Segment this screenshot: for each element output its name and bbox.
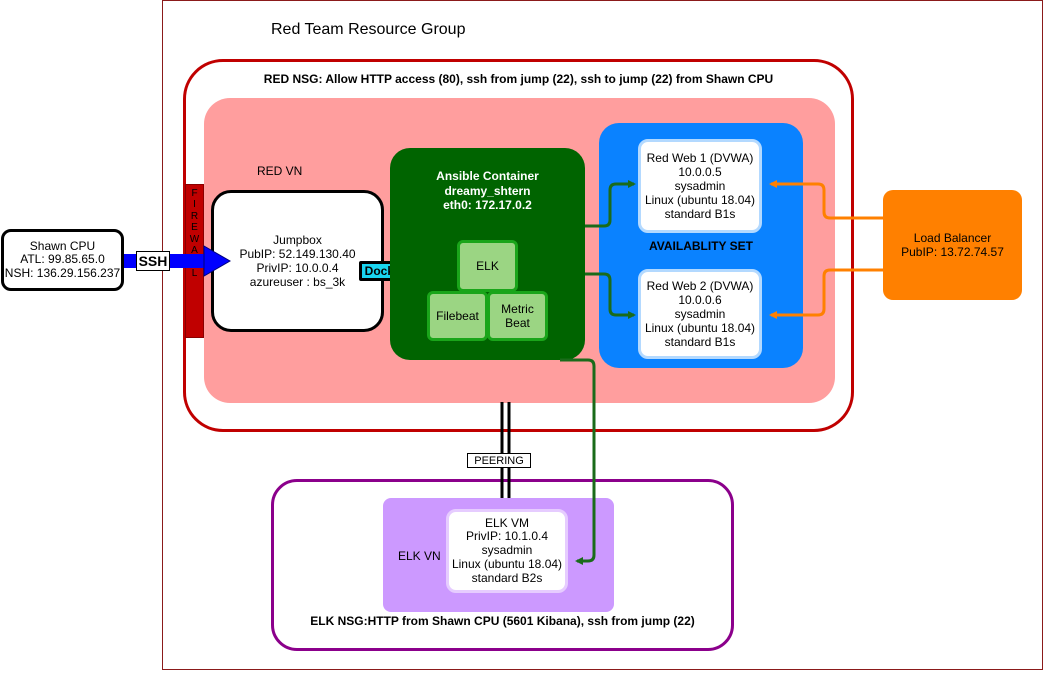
jumpbox-text: Jumpbox PubIP: 52.149.130.40 PrivIP: 10.…	[239, 233, 355, 289]
ssh-label: SSH	[136, 251, 170, 271]
red-web-2-os: Linux (ubuntu 18.04)	[644, 321, 756, 335]
metricbeat-label-line1: Metric	[501, 302, 534, 316]
red-nsg-label: RED NSG: Allow HTTP access (80), ssh fro…	[263, 72, 774, 86]
load-balancer-pubip: PubIP: 13.72.74.57	[901, 245, 1004, 259]
filebeat-tile: Filebeat	[427, 291, 488, 341]
ansible-name: Ansible Container	[436, 169, 539, 183]
red-web-2-user: sysadmin	[674, 307, 726, 321]
jumpbox-user: azureuser : bs_3k	[249, 275, 346, 289]
elk-vm-text: ELK VM PrivIP: 10.1.0.4 sysadmin Linux (…	[451, 515, 563, 586]
ansible-title: Ansible Container dreamy_shtern eth0: 17…	[390, 169, 585, 213]
filebeat-label: Filebeat	[436, 309, 479, 323]
elk-vm-user: sysadmin	[481, 543, 533, 558]
elk-vm-size: standard B2s	[471, 570, 543, 585]
jumpbox-node: Jumpbox PubIP: 52.149.130.40 PrivIP: 10.…	[211, 190, 384, 332]
red-web-2-name: Red Web 2 (DVWA)	[646, 279, 754, 293]
ansible-to-elk-vm-link	[560, 358, 596, 565]
red-web-2-size: standard B1s	[664, 335, 736, 349]
elk-nsg-label: ELK NSG:HTTP from Shawn CPU (5601 Kibana…	[310, 614, 695, 628]
shawn-cpu-name: Shawn CPU	[29, 238, 96, 253]
red-vn-label: RED VN	[257, 164, 303, 178]
elk-vm-node: ELK VM PrivIP: 10.1.0.4 sysadmin Linux (…	[446, 509, 568, 593]
red-nsg-boundary	[183, 59, 854, 432]
metricbeat-text: Metric Beat	[501, 302, 534, 330]
availability-set-label: AVAILABLITY SET	[648, 239, 753, 253]
resource-group-title: Red Team Resource Group	[271, 21, 466, 38]
red-web-2-ip: 10.0.0.6	[678, 293, 722, 307]
elk-vn-label: ELK VN	[398, 549, 441, 563]
red-web-2-text: Red Web 2 (DVWA) 10.0.0.6 sysadmin Linux…	[645, 279, 755, 349]
elk-vm-privip: PrivIP: 10.1.0.4	[465, 529, 549, 544]
red-web-1-ip: 10.0.0.5	[678, 165, 722, 179]
resource-group-boundary	[162, 0, 1043, 670]
shawn-cpu-text: Shawn CPU ATL: 99.85.65.0 NSH: 136.29.15…	[4, 238, 121, 281]
jumpbox-name: Jumpbox	[273, 233, 322, 247]
load-balancer-text: Load Balancer PubIP: 13.72.74.57	[901, 231, 1004, 259]
ansible-eth0: eth0: 172.17.0.2	[443, 198, 532, 212]
metricbeat-label-line2: Beat	[505, 316, 530, 330]
metricbeat-tile: Metric Beat	[487, 291, 548, 341]
elk-vm-name: ELK VM	[484, 515, 529, 530]
ansible-to-web1-link	[585, 180, 636, 228]
red-web-1-text: Red Web 1 (DVWA) 10.0.0.5 sysadmin Linux…	[645, 151, 755, 221]
elk-vm-os: Linux (ubuntu 18.04)	[451, 556, 563, 571]
load-balancer-name: Load Balancer	[913, 231, 992, 245]
elk-container-label: ELK	[476, 259, 499, 273]
peering-label: PEERING	[467, 453, 531, 468]
jumpbox-pubip: PubIP: 52.149.130.40	[239, 247, 356, 261]
red-web-1-node: Red Web 1 (DVWA) 10.0.0.5 sysadmin Linux…	[638, 139, 762, 233]
shawn-cpu-atl: ATL: 99.85.65.0	[20, 252, 105, 267]
red-web-1-user: sysadmin	[674, 179, 726, 193]
ansible-container-id: dreamy_shtern	[444, 183, 531, 198]
ssh-arrow	[124, 245, 232, 277]
peering-link	[500, 402, 511, 498]
red-web-1-os: Linux (ubuntu 18.04)	[644, 193, 756, 207]
lb-to-web1-link	[769, 180, 883, 220]
jumpbox-privip: PrivIP: 10.0.0.4	[256, 261, 339, 275]
load-balancer-node: Load Balancer PubIP: 13.72.74.57	[883, 190, 1022, 300]
lb-to-web2-link	[769, 268, 883, 319]
red-web-2-node: Red Web 2 (DVWA) 10.0.0.6 sysadmin Linux…	[638, 269, 762, 359]
shawn-cpu-nsh: NSH: 136.29.156.237	[4, 265, 121, 280]
shawn-cpu-node: Shawn CPU ATL: 99.85.65.0 NSH: 136.29.15…	[1, 229, 124, 291]
red-web-1-name: Red Web 1 (DVWA)	[646, 151, 754, 165]
ansible-to-web2-link	[585, 272, 636, 319]
elk-container-tile: ELK	[457, 240, 518, 292]
red-web-1-size: standard B1s	[664, 207, 736, 221]
